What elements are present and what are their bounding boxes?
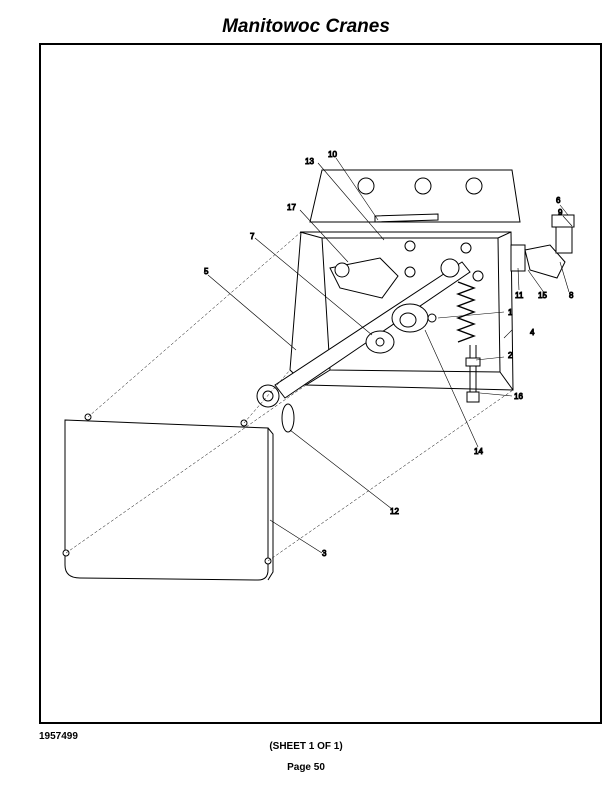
bolt-head xyxy=(465,177,483,195)
callout-3: 3 xyxy=(322,549,327,558)
callout-13: 13 xyxy=(305,157,314,166)
callout-7: 7 xyxy=(250,232,255,241)
lever-pivot-hole xyxy=(262,390,274,402)
callout-8: 8 xyxy=(569,291,574,300)
roller-inner xyxy=(399,312,417,328)
eye-bolt xyxy=(281,403,295,433)
rod-nut xyxy=(465,357,481,367)
bolt-head xyxy=(414,177,432,195)
callout-17: 17 xyxy=(287,203,296,212)
callout-10: 10 xyxy=(328,150,337,159)
callout-6: 6 xyxy=(556,196,561,205)
lever-arm xyxy=(274,261,471,399)
fastener xyxy=(460,242,472,254)
roller-small xyxy=(365,330,395,354)
callout-11: 11 xyxy=(515,291,524,300)
spring-rod xyxy=(469,345,477,395)
cover-plate-edge xyxy=(267,427,274,581)
callout-16: 16 xyxy=(514,392,523,401)
lever-pivot xyxy=(256,384,280,408)
callout-9: 9 xyxy=(558,208,563,217)
elbow-fitting xyxy=(524,244,566,279)
callout-4: 4 xyxy=(530,328,535,337)
elbow-body xyxy=(555,226,573,254)
fastener xyxy=(472,270,484,282)
drawing-frame xyxy=(39,43,602,724)
sheet-label: (SHEET 1 OF 1) xyxy=(269,741,343,752)
fastener xyxy=(404,266,416,278)
bolt-head xyxy=(357,177,375,195)
upper-roller xyxy=(440,258,460,278)
housing-top-plate xyxy=(309,169,521,223)
fastener xyxy=(427,313,437,323)
leader-lines xyxy=(207,157,573,554)
callout-1: 1 xyxy=(508,308,513,317)
callout-14: 14 xyxy=(474,447,483,456)
fastener xyxy=(404,240,416,252)
callout-12: 12 xyxy=(390,507,399,516)
spring xyxy=(456,281,476,343)
callout-15: 15 xyxy=(538,291,547,300)
cam-roller xyxy=(334,262,350,278)
page-title: Manitowoc Cranes xyxy=(222,16,390,37)
explode-guides xyxy=(65,231,514,562)
rod-end xyxy=(466,391,480,403)
callout-5: 5 xyxy=(204,267,209,276)
page-number: Page 50 xyxy=(287,762,325,773)
nameplate xyxy=(374,213,439,223)
figure-number: 1957499 xyxy=(39,731,78,742)
callout-2: 2 xyxy=(508,351,513,360)
roller-small-hub xyxy=(375,337,385,347)
housing-rim xyxy=(299,231,514,391)
roller-outer xyxy=(391,303,429,333)
side-fitting xyxy=(510,244,526,272)
cover-plate xyxy=(64,419,269,581)
elbow-nut xyxy=(551,214,575,228)
